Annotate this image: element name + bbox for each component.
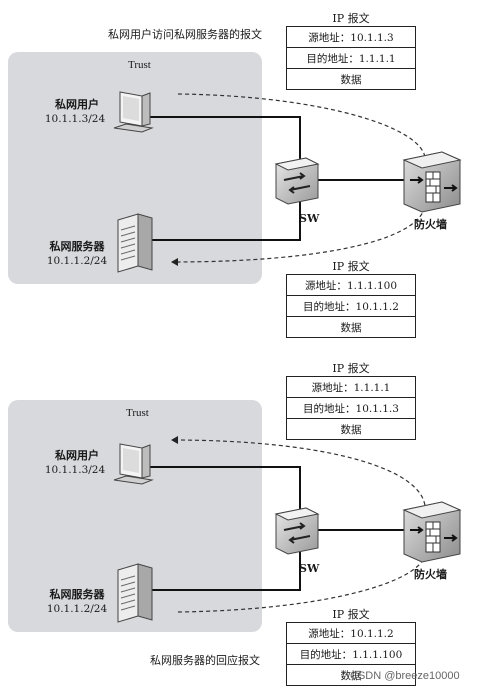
flow-bottom-outbound (177, 549, 426, 613)
packet-title: IP 报文 (332, 608, 370, 621)
user-name-bottom: 私网用户 (55, 449, 99, 462)
packet-src-row: 源地址：1.1.1.1 (286, 376, 416, 398)
flow-top-return (171, 199, 426, 266)
server-name-bottom: 私网服务器 (49, 588, 105, 601)
top-caption: 私网用户访问私网服务器的报文 (108, 28, 262, 41)
packet-data-row: 数据 (286, 418, 416, 440)
packet-box-bottom-lower: IP 报文 源地址：10.1.1.2 目的地址：1.1.1.100 数据 (286, 606, 416, 686)
trust-zone-label-bottom: Trust (126, 407, 149, 419)
user-ip-top: 10.1.1.3/24 (44, 113, 106, 125)
server-icon (117, 563, 153, 623)
server-ip-top: 10.1.1.2/24 (46, 255, 108, 267)
switch-label-bottom: SW (299, 562, 320, 575)
packet-data-row: 数据 (286, 68, 416, 90)
server-icon (117, 213, 153, 273)
packet-box-top-lower: IP 报文 源地址：1.1.1.100 目的地址：10.1.1.2 数据 (286, 258, 416, 338)
server-ip-bottom: 10.1.1.2/24 (46, 603, 108, 615)
switch-icon (274, 157, 320, 205)
flow-bottom-return (171, 436, 426, 513)
switch-label-top: SW (299, 212, 320, 225)
packet-src-row: 源地址：10.1.1.2 (286, 622, 416, 644)
packet-dst-row: 目的地址：1.1.1.100 (286, 643, 416, 665)
user-name-top: 私网用户 (55, 98, 99, 111)
firewall-label-bottom: 防火墙 (414, 568, 447, 581)
server-name-top: 私网服务器 (49, 240, 105, 253)
flow-top-outbound (177, 93, 426, 163)
link-bottom-user-switch (140, 466, 301, 510)
switch-icon (274, 507, 320, 555)
packet-box-bottom-upper: IP 报文 源地址：1.1.1.1 目的地址：10.1.1.3 数据 (286, 360, 416, 440)
trust-zone-label-top: Trust (128, 59, 151, 71)
packet-data-row: 数据 (286, 664, 416, 686)
pc-icon (113, 91, 154, 133)
user-ip-bottom: 10.1.1.3/24 (44, 464, 106, 476)
bottom-caption: 私网服务器的回应报文 (150, 654, 260, 667)
link-top-server-switch (140, 200, 301, 241)
packet-box-top-upper: IP 报文 源地址：10.1.1.3 目的地址：1.1.1.1 数据 (286, 10, 416, 90)
packet-title: IP 报文 (332, 362, 370, 375)
packet-title: IP 报文 (332, 12, 370, 25)
link-top-user-switch (140, 116, 301, 160)
watermark: CSDN @breeze10000 (350, 670, 460, 682)
pc-icon (113, 443, 154, 485)
firewall-icon (402, 501, 462, 563)
link-bottom-server-switch (140, 550, 301, 591)
packet-data-row: 数据 (286, 316, 416, 338)
packet-title: IP 报文 (332, 260, 370, 273)
firewall-icon (402, 151, 462, 213)
packet-src-row: 源地址：1.1.1.100 (286, 274, 416, 296)
firewall-label-top: 防火墙 (414, 218, 447, 231)
